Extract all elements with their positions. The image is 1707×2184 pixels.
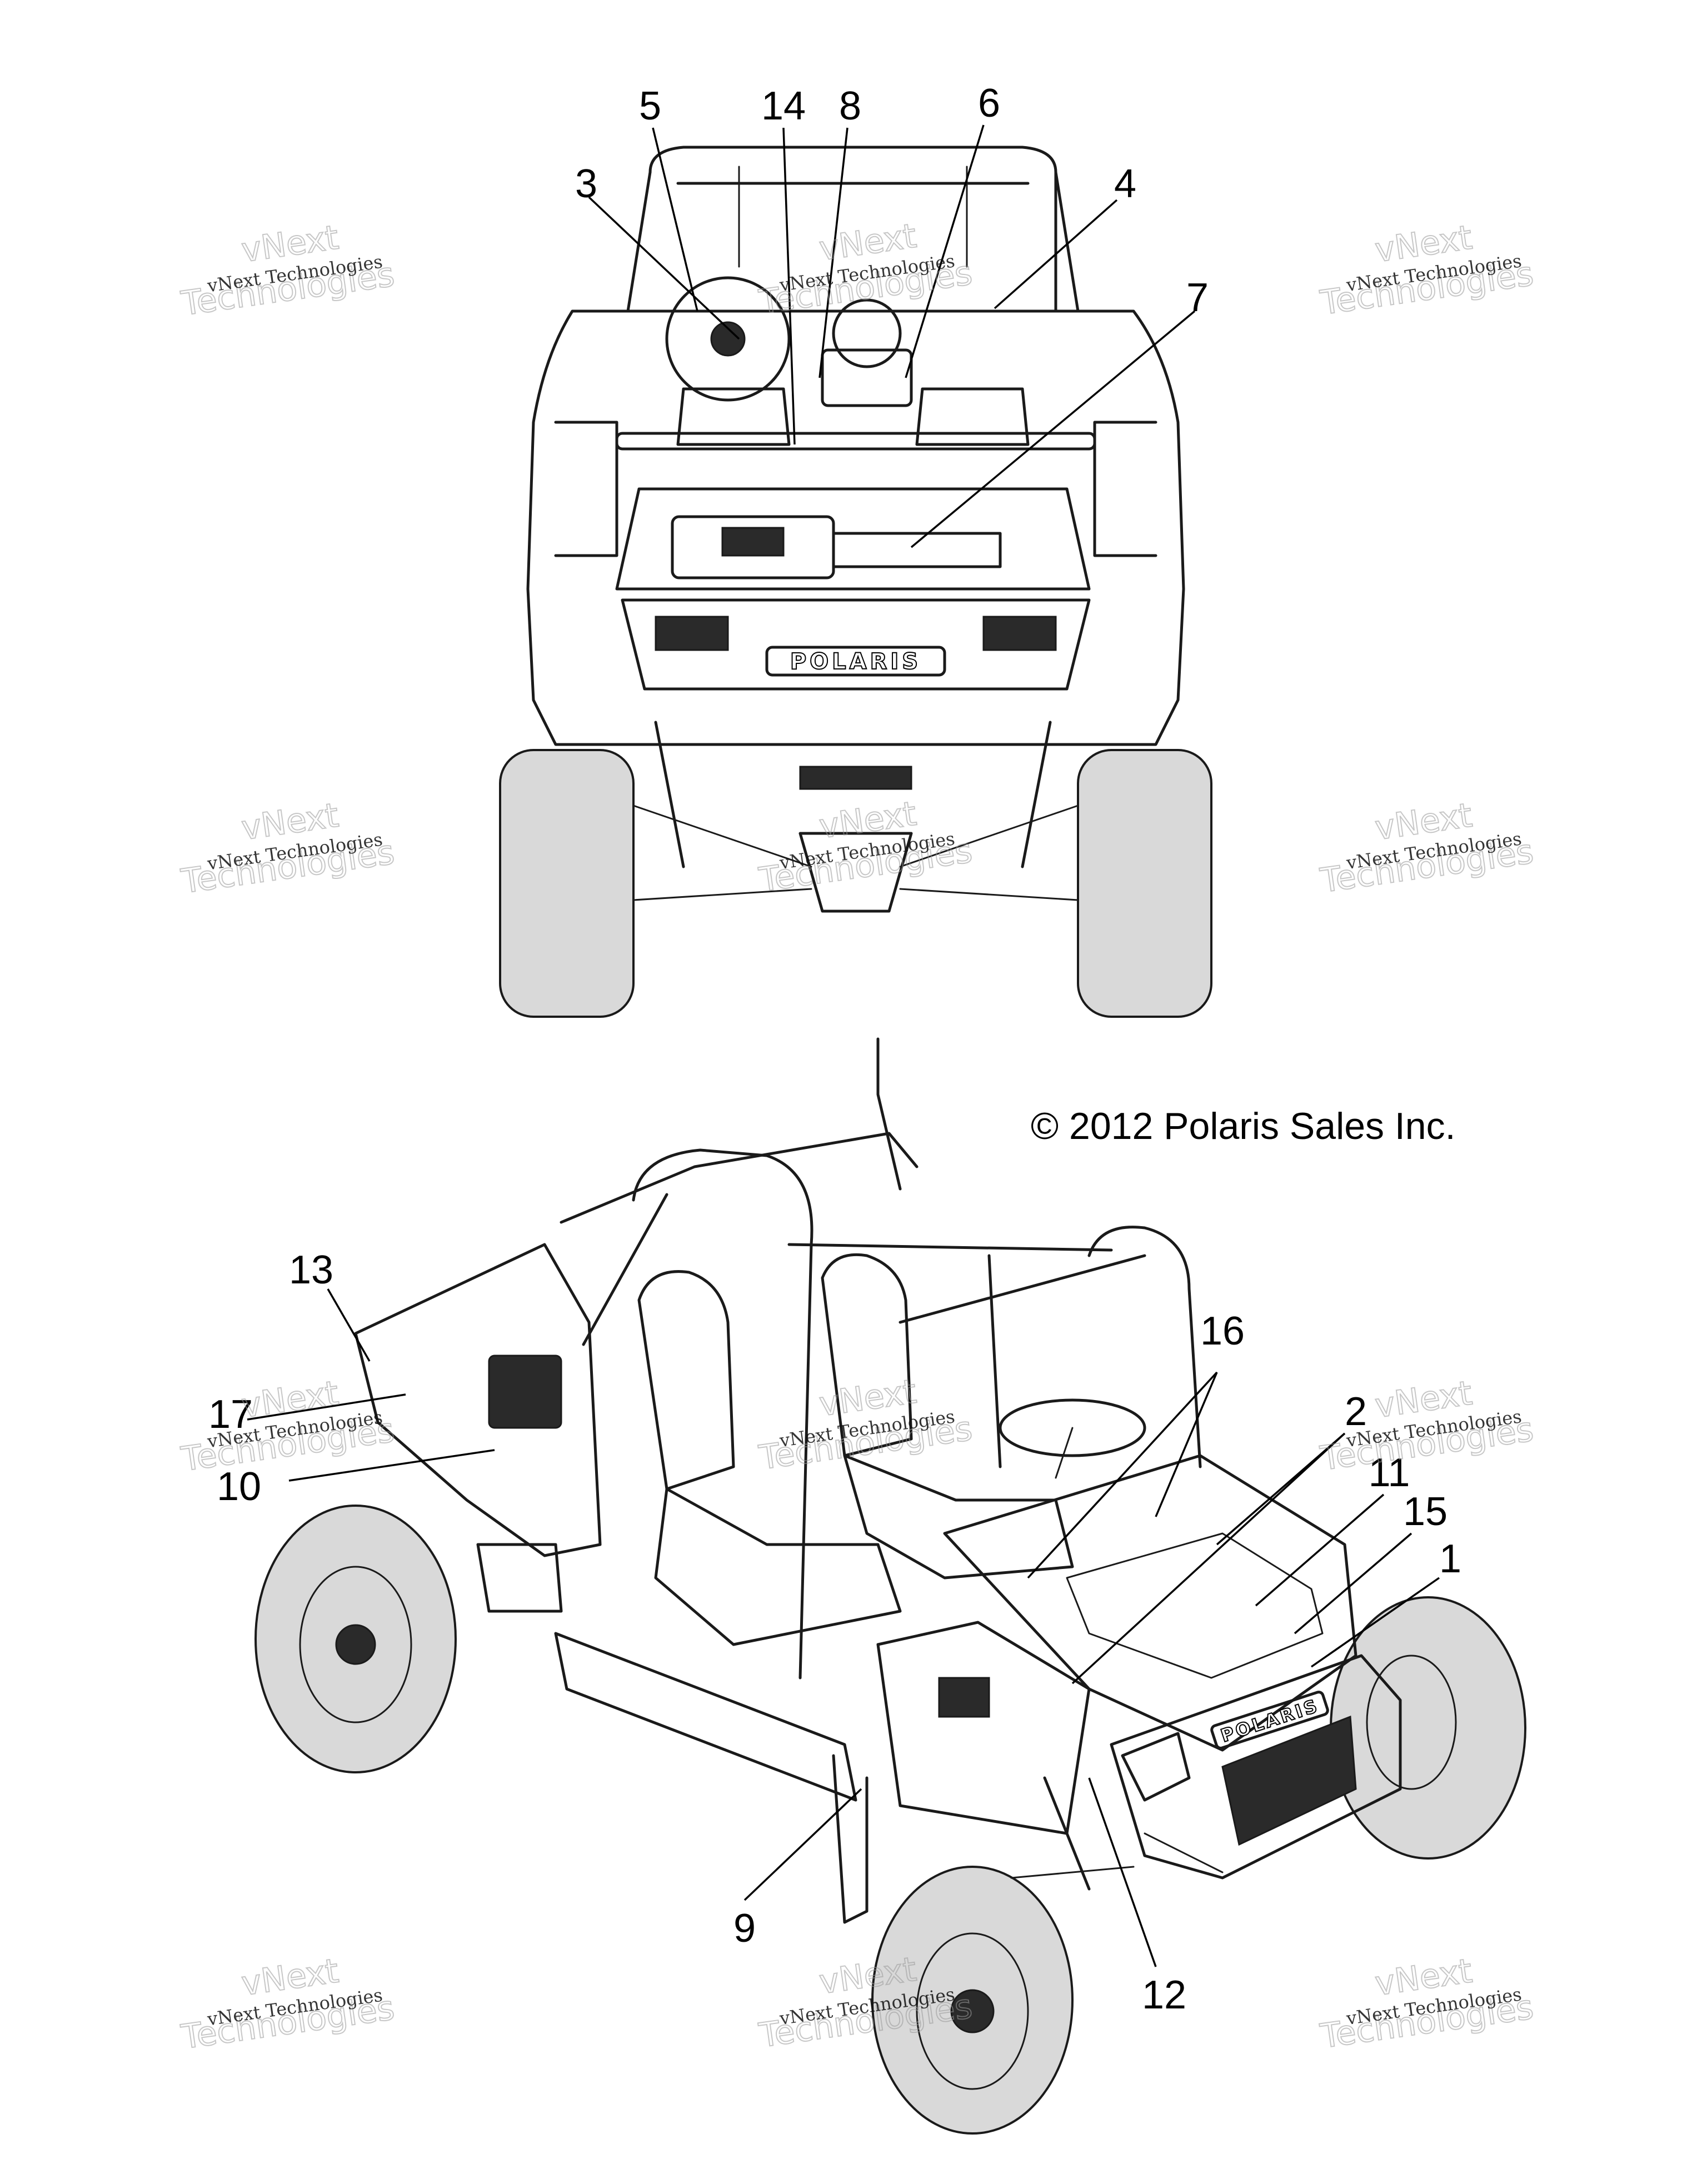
callout-10: 10: [217, 1465, 261, 1509]
callout-15: 15: [1403, 1490, 1448, 1534]
watermark-2: vNext Technologies vNext Technologies: [756, 216, 975, 323]
leader-lines: [247, 124, 1440, 1967]
callout-12: 12: [1142, 1973, 1186, 2017]
callout-4: 4: [1114, 162, 1136, 206]
callout-13: 13: [289, 1248, 333, 1292]
callout-16: 16: [1200, 1309, 1245, 1353]
rear-polaris-badge: POLARIS: [790, 649, 921, 674]
callout-6: 6: [978, 81, 1000, 126]
callout-8: 8: [839, 84, 861, 128]
watermark-10: vNext Technologies vNext Technologies: [178, 1951, 397, 2057]
watermark-3: vNext Technologies vNext Technologies: [1317, 217, 1536, 323]
callout-5: 5: [639, 84, 661, 128]
callout-11: 11: [1369, 1451, 1410, 1495]
callout-14: 14: [761, 84, 806, 128]
callout-7: 7: [1186, 276, 1209, 320]
callout-numbers: 5 14 8 6 3 4 7 13 17 10 16 2 11 15 1 9 1…: [208, 81, 1461, 2017]
callout-17: 17: [208, 1392, 253, 1437]
watermark-8: vNext Technologies vNext Technologies: [756, 1372, 975, 1478]
callout-1: 1: [1439, 1537, 1461, 1581]
callout-3: 3: [575, 162, 597, 206]
callout-9: 9: [733, 1906, 756, 1951]
watermark-1: vNext Technologies vNext Technologies: [178, 217, 397, 324]
front-three-quarter-illustration: POLARIS: [254, 1037, 1526, 2135]
watermark-6: vNext Technologies vNext Technologies: [1317, 795, 1536, 901]
watermark-7: vNext Technologies vNext Technologies: [178, 1373, 397, 1480]
watermark-4: vNext Technologies vNext Technologies: [178, 795, 397, 902]
copyright-notice: © 2012 Polaris Sales Inc.: [1031, 1105, 1456, 1147]
watermark-12: vNext Technologies vNext Technologies: [1317, 1951, 1536, 2056]
callout-2: 2: [1345, 1390, 1367, 1434]
watermark-5: vNext Technologies vNext Technologies: [756, 794, 975, 901]
rear-view-illustration: POLARIS: [499, 146, 1212, 1018]
